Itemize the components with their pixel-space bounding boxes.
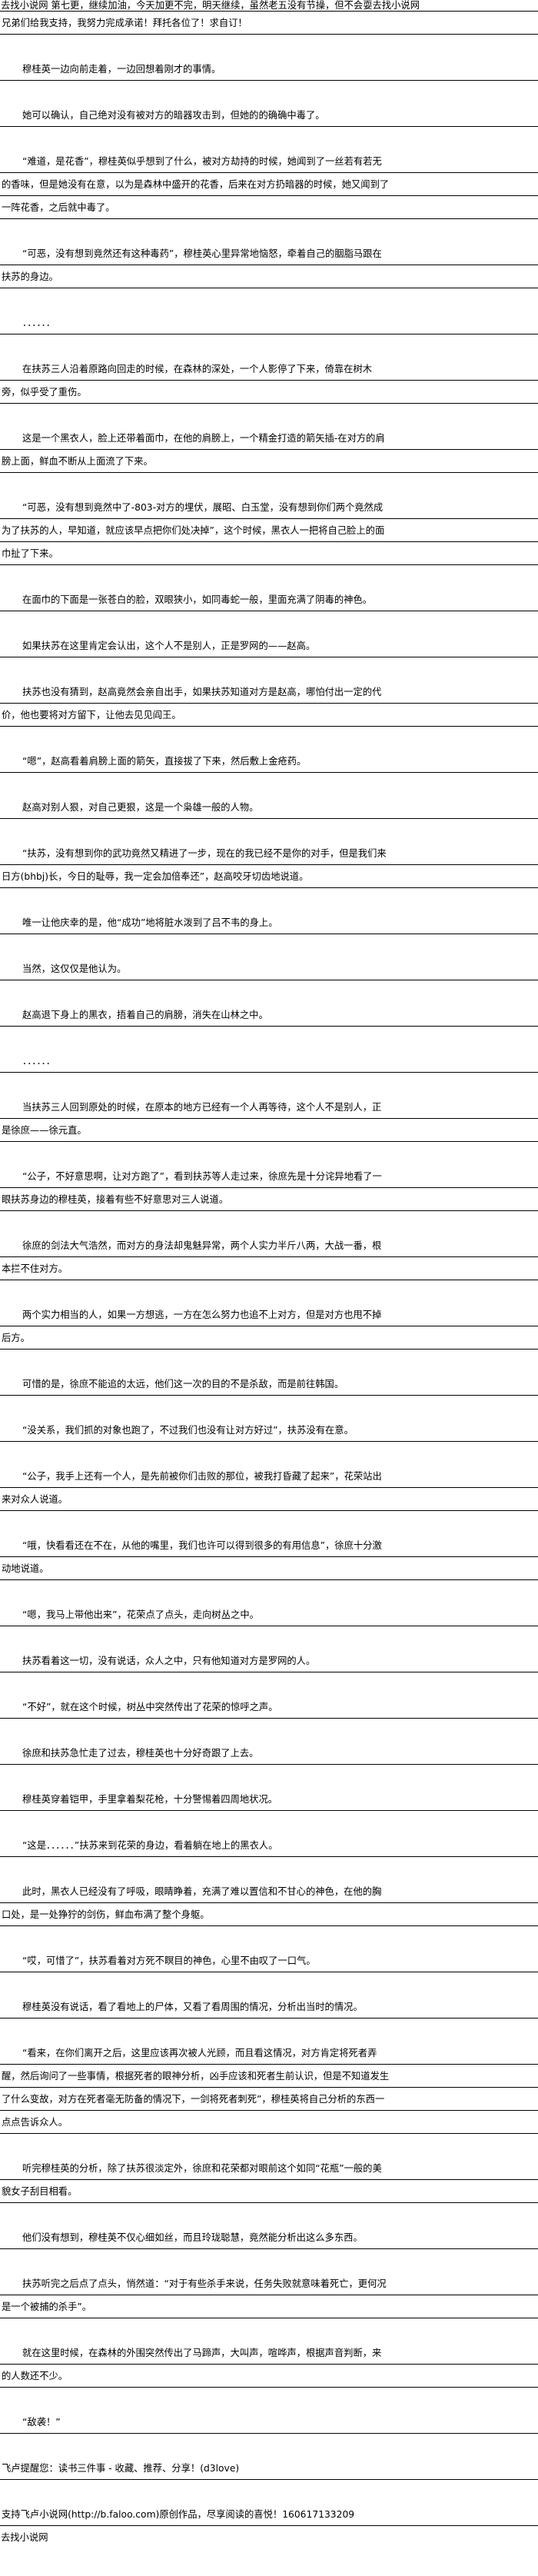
story-paragraph: 赵高对别人狠，对自己更狠，这是一个枭雄一般的人物。 (0, 796, 538, 819)
story-paragraph: “嗯”，赵高看着肩膀上面的箭矢，直接拔了下来，然后敷上金疮药。 (0, 750, 538, 773)
story-paragraph: “难道，是花香”，穆桂英似乎想到了什么，被对方劫持的时候，她闻到了一丝若有若无的… (0, 150, 538, 219)
site-watermark: 去找小说网 (1, 0, 48, 11)
author-note: 去找小说网 第七更，继续加油，今天加更不完，明天继续，虽然老五没有节操，但不会耍… (0, 0, 538, 35)
story-paragraph: 这是一个黑衣人，脸上还带着面巾，在他的肩膀上，一个精金打造的箭矢插-在对方的肩膀… (0, 427, 538, 473)
story-paragraph: “扶苏，没有想到你的武功竟然又精进了一步，现在的我已经不是你的对手，但是我们来日… (0, 842, 538, 888)
story-paragraph: 她可以确认，自己绝对没有被对方的暗器攻击到，但她的的确确中毒了。 (0, 104, 538, 127)
story-paragraph: 两个实力相当的人，如果一方想逃，一方在怎么努力也追不上对方，但是对方也甩不掉后方… (0, 1303, 538, 1350)
story-paragraph: 当扶苏三人回到原处的时候，在原本的地方已经有一个人再等待，这个人不是别人，正是徐… (0, 1096, 538, 1142)
footer-support-link[interactable]: 支持飞卢小说网(http://b.faloo.com)原创作品，尽享阅读的喜悦！… (0, 2503, 538, 2526)
story-paragraph: 在扶苏三人沿着原路向回走的时候，在森林的深处，一个人影停了下来，倚靠在树木旁，似… (0, 358, 538, 404)
story-paragraph: “可恶，没有想到竟然还有这种毒药”，穆桂英心里异常地恼怒，牵着自己的胭脂马跟在扶… (0, 242, 538, 288)
story-paragraph: 唯一让他庆幸的是，他“成功”地将脏水泼到了吕不韦的身上。 (0, 911, 538, 934)
story-paragraph: “这是．．．．．．”扶苏来到花荣的身边，看着躺在地上的黑衣人。 (0, 1834, 538, 1857)
story-paragraph: 此时，黑衣人已经没有了呼吸，眼睛睁着，充满了难以置信和不甘心的神色，在他的胸口处… (0, 1880, 538, 1926)
story-paragraph: 扶苏听完之后点了点头，悄然道：“对于有些杀手来说，任务失败就意味着死亡，更何况是… (0, 2272, 538, 2318)
story-paragraph: “哦，快看看还在不在，从他的嘴里，我们也许可以得到很多的有用信息”，徐庶十分激动… (0, 1534, 538, 1580)
story-paragraph: “公子，我手上还有一个人，是先前被你们击败的那位，被我打昏藏了起来”，花荣站出来… (0, 1465, 538, 1511)
story-paragraph: 徐庶的剑法大气浩然，而对方的身法却鬼魅异常，两个人实力半斤八两，大战一番，根本拦… (0, 1234, 538, 1280)
story-paragraph: 如果扶苏在这里肯定会认出，这个人不是别人，正是罗网的——赵高。 (0, 634, 538, 657)
footer-site-name: 去找小说网 (1, 2532, 48, 2543)
story-paragraph: “可恶，没有想到竟然中了-803-对方的埋伏，展昭、白玉堂，没有想到你们两个竟然… (0, 496, 538, 565)
story-paragraph: 在面巾的下面是一张苍白的脸，双眼狭小，如同毒蛇一般，里面充满了阴毒的神色。 (0, 588, 538, 611)
story-paragraph: “哎，可惜了”，扶苏看着对方死不瞑目的神色，心里不由叹了一口气。 (0, 1949, 538, 1972)
story-paragraph: 穆桂英没有说话，看了看地上的尸体，又看了看周围的情况，分析出当时的情况。 (0, 1995, 538, 2019)
story-paragraph: 穆桂英一边向前走着，一边回想着刚才的事情。 (0, 58, 538, 81)
story-paragraph: 穆桂英穿着铠甲，手里拿着梨花枪，十分警惕着四周地状况。 (0, 1788, 538, 1811)
story-paragraph: “看来，在你们离开之后，这里应该再次被人光顾，而且看这情况，对方肯定将死者弄醒，… (0, 2042, 538, 2134)
author-note-line1: 第七更，继续加油，今天加更不完，明天继续，虽然老五没有节操，但不会耍 (51, 0, 373, 11)
chapter-body: 穆桂英一边向前走着，一边回想着刚才的事情。她可以确认，自己绝对没有被对方的暗器攻… (0, 58, 538, 2434)
story-paragraph: ．．．．．． (0, 311, 538, 334)
story-paragraph: 徐庶和扶苏急忙走了过去，穆桂英也十分好奇跟了上去。 (0, 1742, 538, 1765)
story-paragraph: “不好”，就在这个时候，树丛中突然传出了花荣的惊呼之声。 (0, 1696, 538, 1719)
story-paragraph: 就在这里时候，在森林的外围突然传出了马蹄声，大叫声，喧哗声，根据声音判断，来的人… (0, 2341, 538, 2388)
story-paragraph: 扶苏也没有猜到，赵高竟然会亲自出手，如果扶苏知道对方是赵高，哪怕付出一定的代价，… (0, 681, 538, 727)
site-watermark: 去找小说网 (372, 0, 420, 11)
story-paragraph: “敌袭！” (0, 2411, 538, 2434)
footer-reminder: 飞卢提醒您：读书三件事 - 收藏、推荐、分享！(d3love) (0, 2457, 538, 2480)
story-paragraph: “公子，不好意思啊，让对方跑了”，看到扶苏等人走过来，徐庶先是十分诧异地看了一眼… (0, 1165, 538, 1211)
story-paragraph: 扶苏看着这一切，没有说话，众人之中，只有他知道对方是罗网的人。 (0, 1649, 538, 1672)
story-paragraph: 他们没有想到，穆桂英不仅心细如丝，而且玲珑聪慧，竟然能分析出这么多东西。 (0, 2226, 538, 2249)
story-paragraph: “没关系，我们抓的对象也跑了，不过我们也没有让对方好过”，扶苏没有在意。 (0, 1419, 538, 1442)
story-paragraph: 可惜的是，徐庶不能追的太远，他们这一次的目的不是杀敌，而是前往韩国。 (0, 1373, 538, 1396)
author-note-line2: 兄弟们给我支持，我努力完成承诺！拜托各位了！求自订！ (0, 12, 538, 35)
story-paragraph: 赵高退下身上的黑衣，捂着自己的肩膀，消失在山林之中。 (0, 1003, 538, 1027)
author-note-first-line: 去找小说网 第七更，继续加油，今天加更不完，明天继续，虽然老五没有节操，但不会耍… (0, 0, 538, 12)
story-paragraph: “嗯，我马上带他出来”，花荣点了点头，走向树丛之中。 (0, 1603, 538, 1626)
story-paragraph: 当然，这仅仅是他认为。 (0, 957, 538, 980)
story-paragraph: ．．．．．． (0, 1050, 538, 1073)
story-paragraph: 听完穆桂英的分析，除了扶苏很淡定外，徐庶和花荣都对眼前这个如同“花瓶”一般的美貌… (0, 2157, 538, 2203)
